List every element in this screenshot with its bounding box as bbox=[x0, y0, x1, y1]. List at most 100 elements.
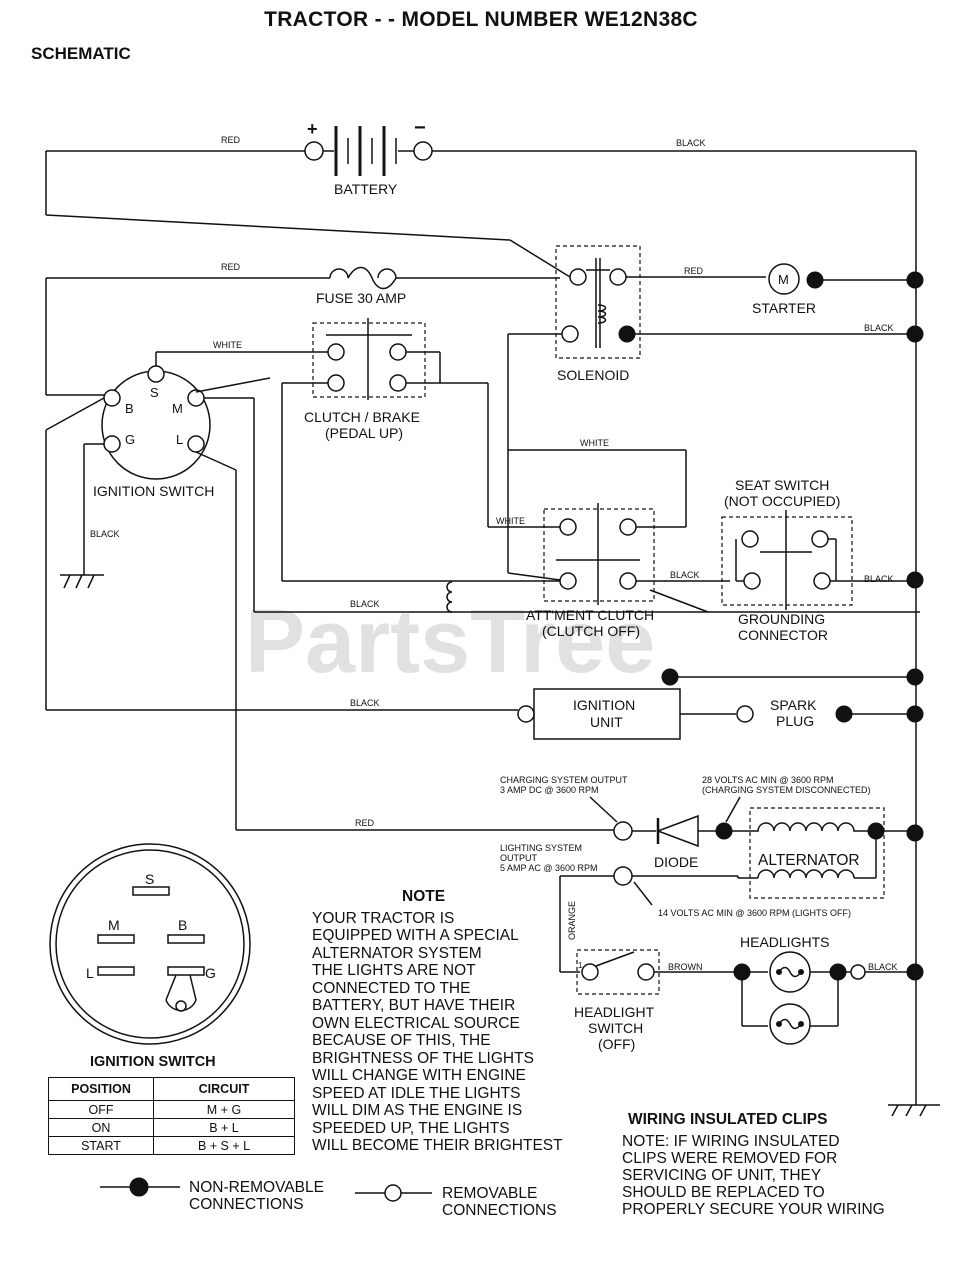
clutch-brake-switch: CLUTCH / BRAKE (PEDAL UP) bbox=[304, 318, 426, 441]
note-line: CONNECTED TO THE bbox=[312, 980, 470, 997]
table-row: ON B + L bbox=[48, 1118, 295, 1137]
ignition-unit-label: IGNITION bbox=[573, 697, 635, 713]
grounding-connector-label: GROUNDING bbox=[738, 611, 825, 627]
ignition-unit-sub-label: UNIT bbox=[590, 714, 623, 730]
wire-label-black: BLACK bbox=[676, 138, 706, 148]
legend-removable-sub-label: CONNECTIONS bbox=[442, 1202, 557, 1219]
starter-label: STARTER bbox=[752, 300, 816, 316]
ignition-unit: IGNITION UNIT bbox=[517, 688, 681, 740]
ignition-circuit-table: POSITION CIRCUIT OFF M + G ON B + L STAR… bbox=[48, 1077, 295, 1155]
lighting-output-sub-label: OUTPUT bbox=[500, 853, 538, 863]
legend-non-removable-sub-label: CONNECTIONS bbox=[189, 1196, 304, 1213]
wire-label-white: WHITE bbox=[496, 516, 525, 526]
note-title: NOTE bbox=[402, 888, 445, 905]
volts-28-sub-label: (CHARGING SYSTEM DISCONNECTED) bbox=[702, 785, 871, 795]
ignition-detail-title: IGNITION SWITCH bbox=[90, 1054, 216, 1070]
clips-line: CLIPS WERE REMOVED FOR bbox=[622, 1150, 837, 1167]
battery-minus-label: − bbox=[414, 117, 426, 139]
note-line: BRIGHTNESS OF THE LIGHTS bbox=[312, 1050, 534, 1067]
headlight-switch: 1 HEADLIGHT SWITCH (OFF) bbox=[574, 949, 660, 1052]
legend-non-removable-label: NON-REMOVABLE bbox=[189, 1179, 324, 1196]
ign-l-label: L bbox=[176, 432, 183, 447]
watermark: PartsTree bbox=[245, 592, 655, 692]
ignition-switch: S B M G L IGNITION SWITCH bbox=[93, 365, 214, 499]
ign-g-label: G bbox=[125, 432, 135, 447]
wire-label-red: RED bbox=[355, 818, 375, 828]
attachment-clutch-switch: ATT'MENT CLUTCH (CLUTCH OFF) bbox=[526, 503, 655, 639]
volts-28-label: 28 VOLTS AC MIN @ 3600 RPM bbox=[702, 775, 834, 785]
clips-line: NOTE: IF WIRING INSULATED bbox=[622, 1133, 840, 1150]
table-header-position: POSITION bbox=[48, 1077, 154, 1101]
detail-l-label: L bbox=[86, 965, 94, 981]
ignition-switch-detail: S M B L G bbox=[49, 843, 251, 1045]
headlight-switch-1-label: 1 bbox=[578, 961, 583, 970]
note-line: BECAUSE OF THIS, THE bbox=[312, 1032, 491, 1049]
wire-label-black: BLACK bbox=[868, 962, 898, 972]
wire-label-black: BLACK bbox=[350, 698, 380, 708]
spark-plug-label: SPARK bbox=[770, 697, 817, 713]
note-line: WILL DIM AS THE ENGINE IS bbox=[312, 1102, 522, 1119]
solenoid: SOLENOID bbox=[555, 245, 641, 383]
wire-label-white: WHITE bbox=[580, 438, 609, 448]
diode-label: DIODE bbox=[654, 854, 698, 870]
ignition-switch-label: IGNITION SWITCH bbox=[93, 483, 214, 499]
charging-output-sub-label: 3 AMP DC @ 3600 RPM bbox=[500, 785, 599, 795]
ground-symbol-right bbox=[888, 1090, 940, 1117]
wire-label-red: RED bbox=[221, 262, 241, 272]
note-line: SPEED AT IDLE THE LIGHTS bbox=[312, 1085, 520, 1102]
note-block: NOTE YOUR TRACTOR IS EQUIPPED WITH A SPE… bbox=[312, 888, 563, 1154]
note-line: YOUR TRACTOR IS bbox=[312, 910, 454, 927]
charging-output-label: CHARGING SYSTEM OUTPUT bbox=[500, 775, 628, 785]
table-cell-circuit: B + L bbox=[153, 1118, 295, 1137]
fuse-30-amp: FUSE 30 AMP bbox=[46, 266, 560, 306]
wire-label-red: RED bbox=[684, 266, 704, 276]
table-cell-circuit: B + S + L bbox=[153, 1136, 295, 1155]
alternator: ALTERNATOR bbox=[732, 807, 885, 899]
page-title: TRACTOR - - MODEL NUMBER WE12N38C bbox=[264, 8, 698, 31]
fuse-label: FUSE 30 AMP bbox=[316, 290, 406, 306]
clips-line: PROPERLY SECURE YOUR WIRING bbox=[622, 1201, 885, 1218]
volts-14-label: 14 VOLTS AC MIN @ 3600 RPM (LIGHTS OFF) bbox=[658, 908, 851, 918]
lighting-output-label: LIGHTING SYSTEM bbox=[500, 843, 582, 853]
clips-line: SHOULD BE REPLACED TO bbox=[622, 1184, 825, 1201]
seat-switch: SEAT SWITCH (NOT OCCUPIED) GROUNDING CON… bbox=[721, 477, 853, 643]
headlights: HEADLIGHTS bbox=[733, 934, 866, 1045]
wire-label-black: BLACK bbox=[864, 323, 894, 333]
wire-label-white: WHITE bbox=[213, 340, 242, 350]
headlights-label: HEADLIGHTS bbox=[740, 934, 829, 950]
attment-clutch-label: ATT'MENT CLUTCH bbox=[526, 607, 654, 623]
clutch-brake-sub-label: (PEDAL UP) bbox=[325, 425, 403, 441]
wire-label-red: RED bbox=[221, 135, 241, 145]
note-line: ALTERNATOR SYSTEM bbox=[312, 945, 482, 962]
solenoid-label: SOLENOID bbox=[557, 367, 629, 383]
wire-label-black: BLACK bbox=[670, 570, 700, 580]
detail-b-label: B bbox=[178, 917, 187, 933]
legend-removable-label: REMOVABLE bbox=[442, 1185, 537, 1202]
spark-plug-sub-label: PLUG bbox=[776, 713, 814, 729]
detail-g-label: G bbox=[205, 965, 216, 981]
note-line: EQUIPPED WITH A SPECIAL bbox=[312, 927, 519, 944]
table-cell-position: START bbox=[48, 1136, 154, 1155]
detail-m-label: M bbox=[108, 917, 120, 933]
ign-s-label: S bbox=[150, 385, 159, 400]
note-line: SPEEDED UP, THE LIGHTS bbox=[312, 1120, 510, 1137]
note-line: THE LIGHTS ARE NOT bbox=[312, 962, 476, 979]
note-line: WILL BECOME THEIR BRIGHTEST bbox=[312, 1137, 563, 1154]
clutch-brake-label: CLUTCH / BRAKE bbox=[304, 409, 420, 425]
spark-plug: SPARK PLUG bbox=[736, 697, 853, 729]
battery-label: BATTERY bbox=[334, 181, 398, 197]
ign-m-label: M bbox=[172, 401, 183, 416]
table-row: START B + S + L bbox=[48, 1136, 295, 1155]
wire-label-orange: ORANGE bbox=[567, 901, 577, 940]
lighting-output-spec-label: 5 AMP AC @ 3600 RPM bbox=[500, 863, 598, 873]
clips-note: WIRING INSULATED CLIPS NOTE: IF WIRING I… bbox=[622, 1111, 885, 1218]
table-cell-position: ON bbox=[48, 1118, 154, 1137]
headlight-switch-state-label: (OFF) bbox=[598, 1036, 635, 1052]
note-line: WILL CHANGE WITH ENGINE bbox=[312, 1067, 526, 1084]
attment-clutch-sub-label: (CLUTCH OFF) bbox=[542, 623, 640, 639]
note-line: BATTERY, BUT HAVE THEIR bbox=[312, 997, 515, 1014]
wire-label-black: BLACK bbox=[350, 599, 380, 609]
alternator-label: ALTERNATOR bbox=[758, 852, 860, 869]
starter: M STARTER bbox=[752, 263, 916, 316]
